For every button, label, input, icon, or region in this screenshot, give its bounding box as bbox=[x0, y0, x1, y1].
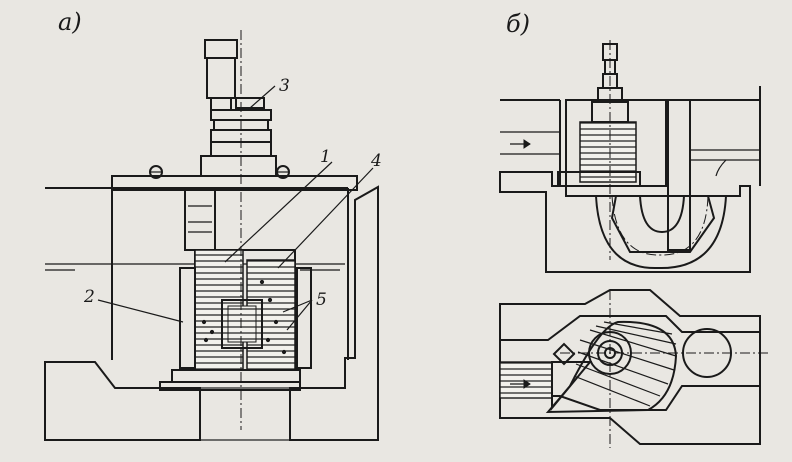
outlet-pipe bbox=[199, 387, 291, 441]
panel-b-plan bbox=[499, 289, 770, 448]
callout-4: 4 bbox=[370, 151, 382, 171]
plan-screen bbox=[499, 361, 553, 399]
callout-5: 5 bbox=[316, 290, 327, 310]
screen-frame-left bbox=[179, 267, 196, 369]
drum-base bbox=[171, 369, 301, 383]
frame-bracket bbox=[184, 189, 216, 251]
flow-markers bbox=[201, 279, 287, 355]
screen-frame-right bbox=[296, 267, 312, 369]
foundation-left bbox=[44, 361, 201, 441]
panel-a: а) 3 1 4 2 5 bbox=[44, 8, 382, 441]
divider-wall bbox=[667, 99, 691, 251]
panel-b-label: б) bbox=[506, 10, 530, 38]
plan-ground bbox=[499, 289, 761, 445]
motor-top bbox=[204, 39, 238, 59]
volute bbox=[545, 320, 678, 414]
u-channel bbox=[594, 195, 728, 270]
plan-channel bbox=[499, 315, 761, 411]
panel-b-elevation: б) bbox=[499, 10, 761, 273]
foundation-right bbox=[289, 185, 379, 441]
panel-a-label: а) bbox=[58, 8, 82, 36]
u-channel-core bbox=[638, 195, 686, 234]
drum-base-b bbox=[557, 171, 641, 187]
callout-3: 3 bbox=[279, 76, 290, 96]
motor-body bbox=[206, 57, 236, 99]
callout-2: 2 bbox=[83, 287, 95, 307]
callout-1: 1 bbox=[320, 147, 331, 167]
drive-housing bbox=[200, 155, 277, 177]
